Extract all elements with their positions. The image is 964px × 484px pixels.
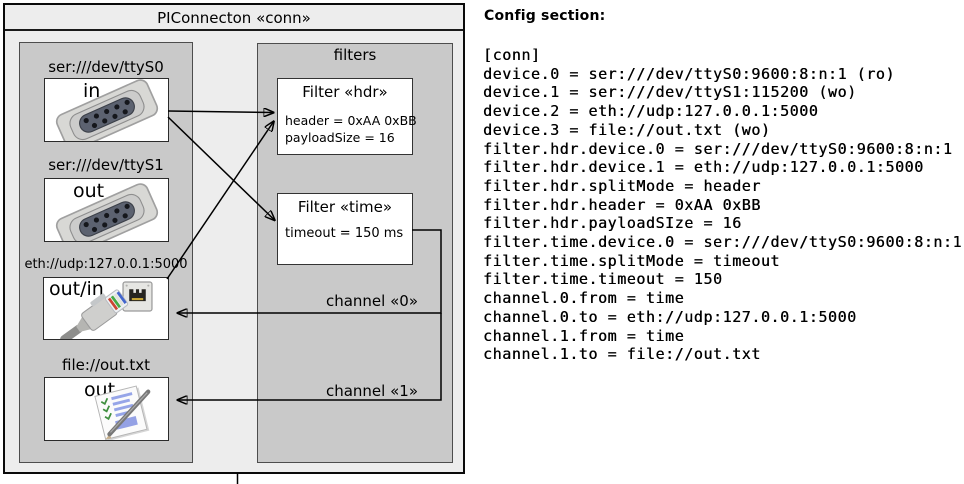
config-line: channel.0.to = eth://udp:127.0.0.1:5000	[483, 307, 857, 326]
filter-time-title: Filter «time»	[297, 198, 393, 216]
config-line: channel.0.from = time	[483, 289, 685, 308]
config-line: filter.hdr.device.1 = eth://udp:127.0.0.…	[483, 158, 924, 177]
ethernet-connector-icon	[122, 281, 153, 312]
filter-hdr-properties: header = 0xAA 0xBB payloadSize = 16	[285, 112, 417, 146]
filter-property: header = 0xAA 0xBB	[285, 113, 417, 128]
config-line: filter.time.device.0 = ser:///dev/ttyS0:…	[483, 233, 963, 252]
title-divider	[5, 29, 463, 31]
config-line: device.1 = ser:///dev/ttyS1:115200 (wo)	[483, 83, 857, 102]
config-line: filter.hdr.header = 0xAA 0xBB	[483, 195, 761, 214]
device-mode-label: in	[83, 80, 101, 102]
filter-property: payloadSize = 16	[285, 130, 395, 145]
device-mode-label: out	[73, 180, 105, 202]
config-line: device.2 = eth://udp:127.0.0.1:5000	[483, 102, 819, 121]
device-label-eth-udp: eth://udp:127.0.0.1:5000	[24, 257, 188, 272]
config-line: filter.time.splitMode = timeout	[483, 251, 781, 270]
device-label-file-out: file://out.txt	[62, 356, 150, 374]
config-line: device.0 = ser:///dev/ttyS0:9600:8:n:1 (…	[483, 64, 895, 83]
filters-group-title: filters	[333, 46, 377, 64]
config-line: channel.1.to = file://out.txt	[483, 345, 761, 364]
channel-1-label: channel «1»	[325, 382, 418, 400]
device-box-file-out: out	[44, 377, 169, 441]
device-label-ttys0: ser:///dev/ttyS0	[48, 58, 164, 76]
config-panel: [conn]device.0 = ser:///dev/ttyS0:9600:8…	[483, 46, 962, 364]
channel-0-label: channel «0»	[325, 292, 418, 310]
config-line: filter.time.timeout = 150	[483, 270, 723, 289]
serial-connector-icon	[55, 79, 159, 141]
serial-connector-icon	[55, 183, 159, 241]
device-mode-label: out/in	[49, 278, 104, 300]
config-line: filter.hdr.payloadSIze = 16	[483, 214, 742, 233]
config-line: [conn]	[483, 46, 541, 64]
config-line: device.3 = file://out.txt (wo)	[483, 120, 771, 139]
device-label-ttys1: ser:///dev/ttyS1	[48, 156, 164, 174]
config-line: filter.hdr.device.0 = ser:///dev/ttyS0:9…	[483, 139, 953, 158]
config-heading: Config section:	[484, 8, 606, 24]
filter-time-box: Filter «time» timeout = 150 ms	[277, 193, 413, 265]
config-line: channel.1.from = time	[483, 326, 685, 345]
filter-property: timeout = 150 ms	[285, 226, 404, 241]
config-line: filter.hdr.splitMode = header	[483, 176, 761, 195]
diagram-title: PIConnecton «conn»	[157, 9, 311, 27]
filter-hdr-box: Filter «hdr» header = 0xAA 0xBB payloadS…	[277, 78, 417, 155]
filter-hdr-title: Filter «hdr»	[302, 83, 388, 101]
filter-time-properties: timeout = 150 ms	[285, 225, 410, 242]
ethernet-plug-icon	[60, 289, 129, 339]
device-box-ttys1: out	[44, 178, 169, 242]
device-box-eth-udp: out/in	[43, 277, 169, 340]
device-box-ttys0: in	[44, 78, 169, 142]
notepad-icon	[94, 385, 151, 440]
